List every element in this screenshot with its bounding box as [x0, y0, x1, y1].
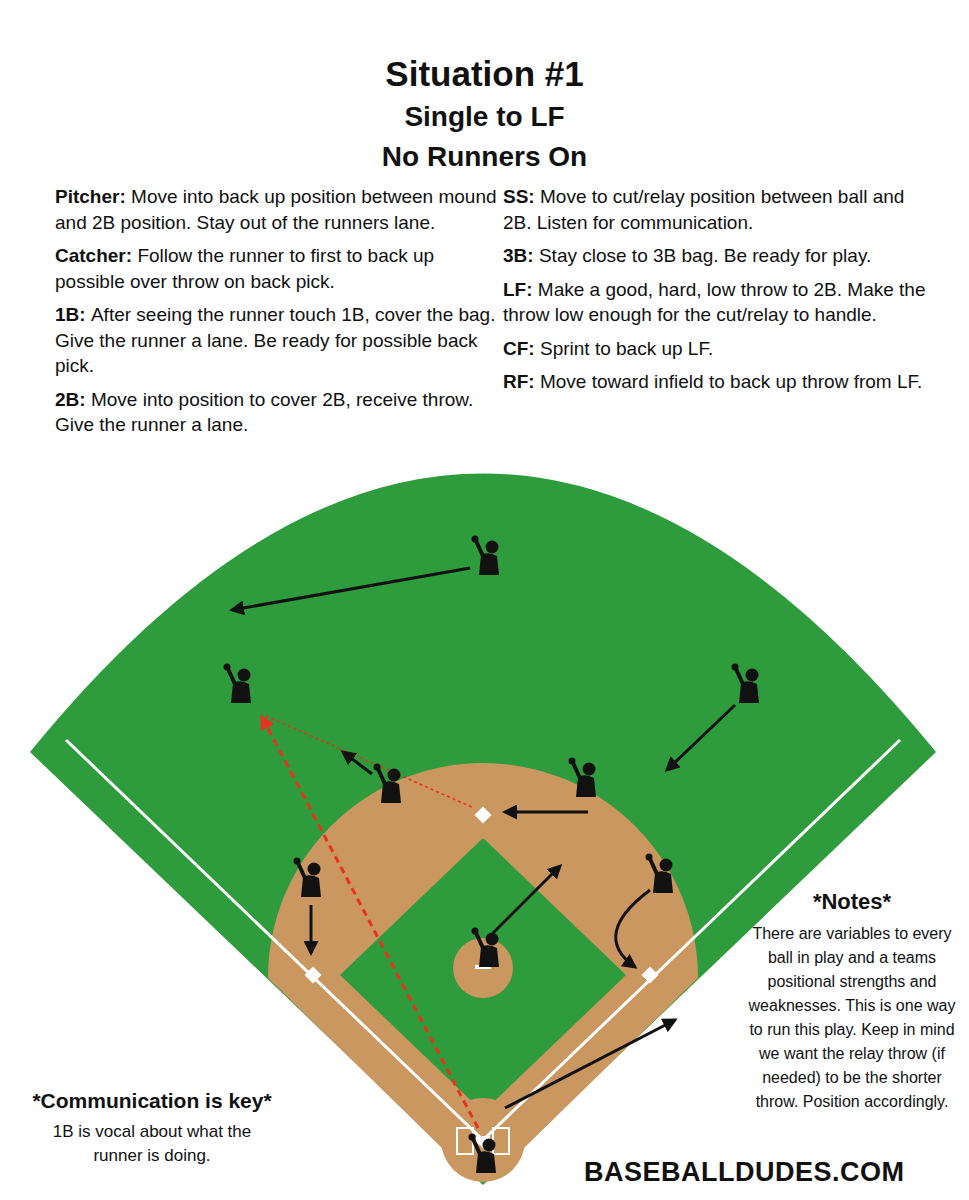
move-arrow	[232, 568, 470, 610]
position-name: RF:	[503, 371, 535, 392]
title: Situation #1	[0, 54, 969, 94]
move-arrow	[493, 866, 560, 933]
callout-heading: *Communication is key*	[16, 1088, 288, 1114]
notes-body: There are variables to every ball in pla…	[744, 922, 960, 1114]
subtitle: Single to LF	[0, 100, 969, 134]
instruction: RF:Move toward infield to back up throw …	[503, 369, 933, 395]
callout-body: 1B is vocal about what the runner is doi…	[32, 1120, 272, 1168]
instruction-text: After seeing the runner touch 1B, cover …	[55, 304, 495, 376]
subtitle: No Runners On	[0, 140, 969, 174]
batters-box	[457, 1128, 473, 1154]
position-name: 3B:	[503, 245, 534, 266]
notes-heading: *Notes*	[744, 888, 960, 916]
base-cutout	[626, 951, 674, 999]
players	[224, 536, 760, 1174]
base	[305, 967, 322, 984]
instruction-text: Make a good, hard, low throw to 2B. Make…	[503, 279, 925, 326]
player-3b	[294, 858, 322, 898]
instruction: 1B:After seeing the runner touch 1B, cov…	[55, 302, 497, 379]
move-arrow	[343, 752, 372, 774]
position-name: SS:	[503, 186, 535, 207]
relay-path	[266, 716, 474, 808]
instruction: Catcher:Follow the runner to first to ba…	[55, 243, 497, 294]
move-arrow	[616, 890, 650, 967]
player-p	[472, 928, 500, 968]
position-name: LF:	[503, 279, 533, 300]
throw-lines	[262, 716, 478, 1128]
move-arrow	[505, 811, 588, 814]
base	[642, 967, 659, 984]
instruction-text: Stay close to 3B bag. Be ready for play.	[539, 245, 871, 266]
position-name: 2B:	[55, 389, 86, 410]
infield-dirt	[268, 763, 698, 1181]
watermark: BASEBALLDUDES.COM	[584, 1156, 924, 1188]
move-arrow	[667, 705, 735, 770]
instruction-text: Move into position to cover 2B, receive …	[55, 389, 473, 436]
instruction-text: Move to cut/relay position between ball …	[503, 186, 904, 233]
position-name: Pitcher:	[55, 186, 126, 207]
instruction: CF:Sprint to back up LF.	[503, 336, 933, 362]
infield-grass	[340, 838, 626, 1112]
move-arrow	[310, 905, 313, 953]
position-name: 1B:	[55, 304, 86, 325]
instruction-column: Pitcher:Move into back up position betwe…	[55, 184, 497, 446]
player-rf	[732, 664, 760, 704]
instruction-text: Move toward infield to back up throw fro…	[540, 371, 922, 392]
foul-line	[66, 740, 483, 1140]
movement-arrows	[232, 568, 735, 1108]
position-name: CF:	[503, 338, 535, 359]
instruction-text: Sprint to back up LF.	[540, 338, 713, 359]
base	[475, 807, 492, 824]
player-c	[469, 1134, 497, 1174]
player-lf	[224, 664, 252, 704]
position-name: Catcher:	[55, 245, 132, 266]
player-2b	[569, 758, 597, 798]
instruction: 2B:Move into position to cover 2B, recei…	[55, 387, 497, 438]
base-cutout	[459, 791, 507, 839]
instruction: LF:Make a good, hard, low throw to 2B. M…	[503, 277, 933, 328]
move-arrow	[505, 1020, 675, 1108]
instruction: Pitcher:Move into back up position betwe…	[55, 184, 497, 235]
player-ss	[374, 764, 402, 804]
batters-box	[493, 1128, 509, 1154]
instruction-column: SS:Move to cut/relay position between ba…	[503, 184, 933, 403]
player-cf	[472, 536, 500, 576]
instruction: SS:Move to cut/relay position between ba…	[503, 184, 933, 235]
bases	[305, 807, 659, 1148]
throw-path	[262, 717, 478, 1128]
instruction: 3B:Stay close to 3B bag. Be ready for pl…	[503, 243, 933, 269]
player-1b	[646, 854, 674, 894]
